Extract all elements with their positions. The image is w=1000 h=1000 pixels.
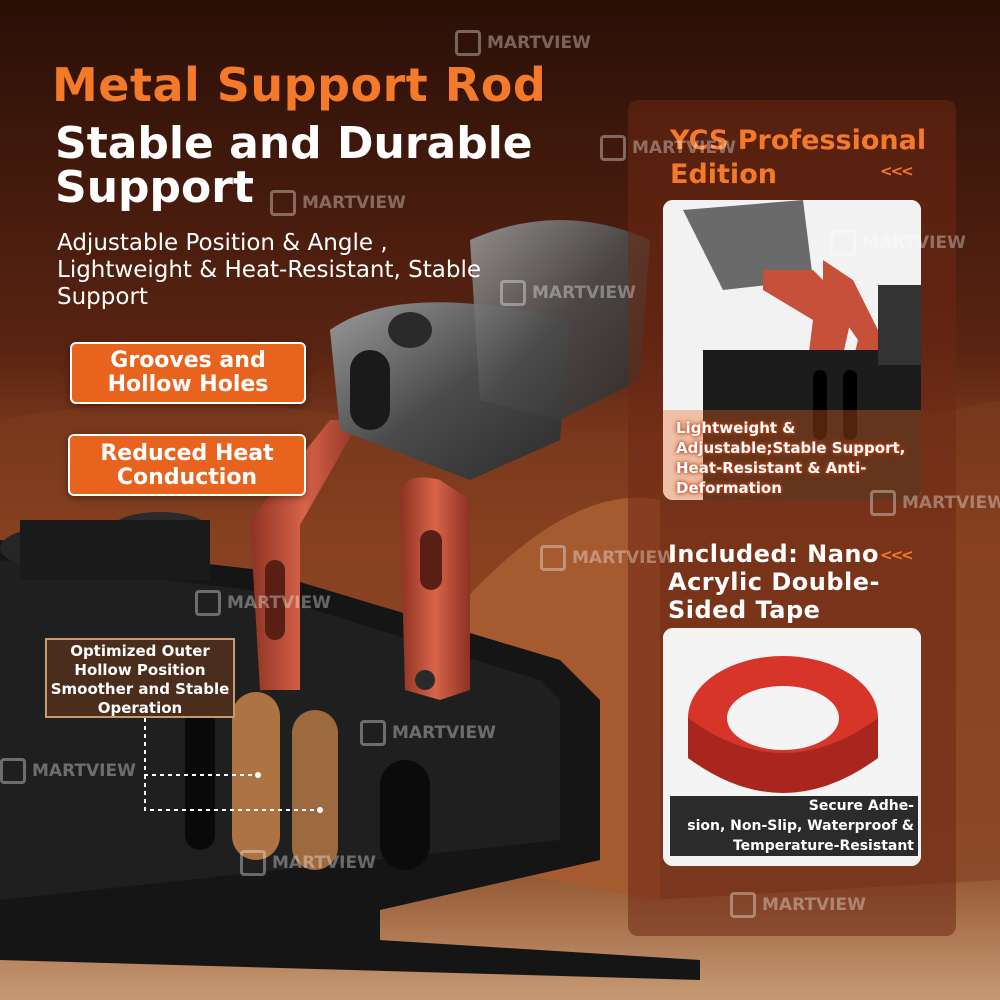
chevron-left-icon: <<< [880,546,914,564]
watermark: MARTVIEW [0,758,136,784]
hollow-callout: Optimized Outer Hollow Position Smoother… [45,638,235,718]
watermark: MARTVIEW [240,850,376,876]
headline-subtitle: Stable and Durable Support [55,118,533,213]
watermark: MARTVIEW [540,545,676,571]
feature-caption: Lightweight & Adjustable;Stable Support,… [676,419,906,497]
watermark: MARTVIEW [195,590,331,616]
tape-caption: Secure Adhe- sion, Non-Slip, Waterproof … [670,796,918,856]
tape-caption-line-1: Secure Adhe- [670,796,918,816]
watermark: MARTVIEW [870,490,1000,516]
chevron-left-icon: <<< [880,162,914,180]
heat-tag: Reduced Heat Conduction [68,434,306,496]
edition-title: YCS Professional Edition [670,125,927,190]
watermark: MARTVIEW [500,280,636,306]
feature-image [663,200,921,500]
watermark: MARTVIEW [270,190,406,216]
watermark: MARTVIEW [455,30,591,56]
watermark: MARTVIEW [730,892,866,918]
included-title: Included: Nano Acrylic Double-Sided Tape [668,540,880,624]
watermark: MARTVIEW [830,230,966,256]
headline-title: Metal Support Rod [52,58,547,112]
watermark: MARTVIEW [600,135,736,161]
watermark: MARTVIEW [360,720,496,746]
grooves-tag: Grooves and Hollow Holes [70,342,306,404]
tape-caption-line-3: Temperature-Resistant [670,836,918,856]
tape-caption-line-2: sion, Non-Slip, Waterproof & [670,816,918,836]
headline-description: Adjustable Position & Angle , Lightweigh… [57,230,481,310]
